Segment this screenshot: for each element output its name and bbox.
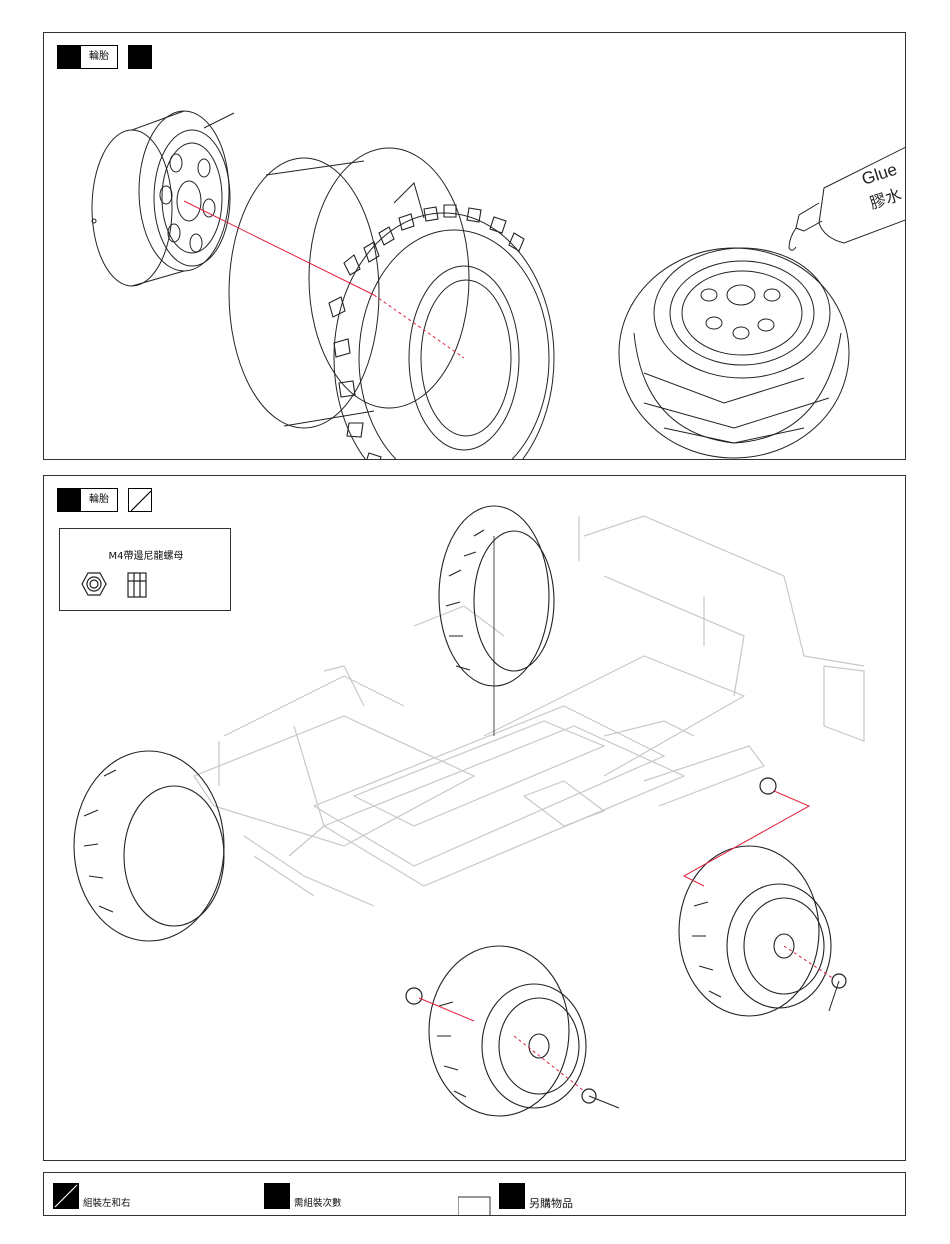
glue-label-zh: 膠水 (868, 186, 904, 213)
nut-drawings (406, 778, 846, 1103)
legend-left-right: 組裝左和右 (53, 1183, 131, 1209)
tire-tread (329, 205, 524, 459)
parts-box: M4帶邊尼龍螺母 (59, 528, 231, 611)
wheel-front-right (679, 846, 831, 1016)
legend-bar: 組裝左和右 需組裝次數 另購物品 (43, 1172, 906, 1216)
legend-purchase-label: 另購物品 (529, 1199, 573, 1209)
tire-assembly-illustration: Glue 膠水 (44, 33, 905, 459)
tire-drawing (334, 213, 554, 459)
legend-purchase: 另購物品 (499, 1183, 573, 1209)
step-panel-wheel-mount: 輪胎 (43, 475, 906, 1161)
wheel-left (74, 751, 224, 941)
nylon-nut-icon (60, 529, 232, 612)
times-legend-icon (264, 1183, 290, 1209)
glue-label-en: Glue (859, 160, 899, 189)
legend-times-label: 需組裝次數 (294, 1199, 342, 1209)
foam-insert-drawing (229, 148, 469, 428)
rim-drawing (92, 111, 234, 286)
wheel-top (439, 506, 554, 686)
purchase-legend-icon (499, 1183, 525, 1209)
legend-left-right-label: 組裝左和右 (83, 1199, 131, 1209)
wheel-front-left (429, 946, 586, 1116)
left-right-legend-icon (53, 1183, 79, 1209)
step-panel-tire-glue: 輪胎 (43, 32, 906, 460)
glued-tire-drawing (619, 248, 849, 458)
page-tab (458, 1195, 498, 1215)
legend-times: 需組裝次數 (264, 1183, 342, 1209)
